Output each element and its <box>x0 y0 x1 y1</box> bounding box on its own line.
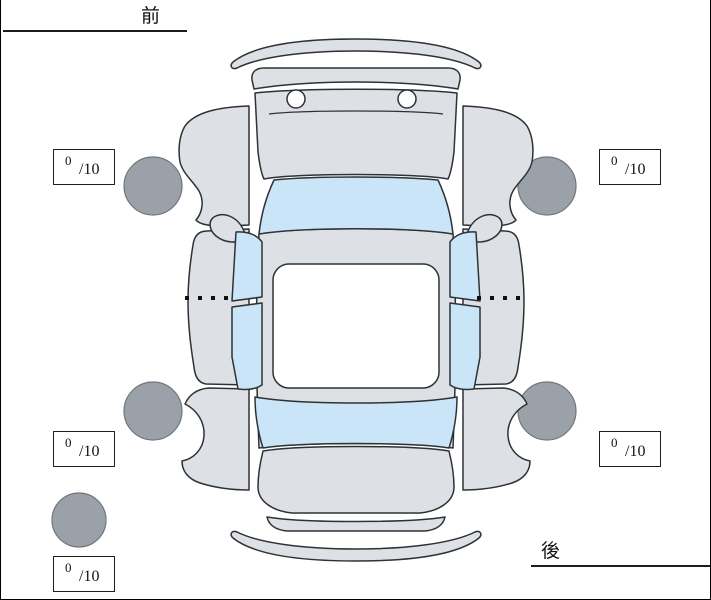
tire-score-box-spare: 0 /10 <box>53 556 115 592</box>
roof-panel <box>272 263 440 389</box>
score-denominator: /10 <box>625 443 646 460</box>
score-value: 0 <box>65 560 72 575</box>
score-value: 0 <box>611 153 618 168</box>
hood <box>254 88 458 180</box>
rear-right-fender <box>462 387 531 491</box>
front-label: 前 <box>141 6 161 27</box>
score-value: 0 <box>611 435 618 450</box>
trunk-lid <box>257 445 455 514</box>
score-value: 0 <box>65 153 72 168</box>
front-spoiler-strip <box>230 38 482 70</box>
front-right-fender <box>462 105 534 227</box>
front-left-fender <box>178 105 250 227</box>
score-denominator: /10 <box>79 568 100 585</box>
front-bumper <box>251 67 461 90</box>
washer-nozzle-right <box>397 89 417 109</box>
rear-label: 後 <box>541 541 561 562</box>
rear-window-glass <box>254 396 458 449</box>
washer-nozzle-left <box>286 89 306 109</box>
rear-left-door-window <box>231 302 263 391</box>
tire-score-box-front-right: 0 /10 <box>599 149 661 185</box>
rear-spoiler-strip <box>230 530 482 562</box>
score-denominator: /10 <box>625 161 646 178</box>
score-value: 0 <box>65 435 72 450</box>
rear-left-fender <box>181 387 250 491</box>
tire-score-box-rear-left: 0 /10 <box>53 431 115 467</box>
tire-rear-right <box>517 381 577 441</box>
rear-right-door-window <box>449 302 481 391</box>
tire-score-box-rear-right: 0 /10 <box>599 431 661 467</box>
tire-rear-left <box>123 381 183 441</box>
front-right-door-window <box>449 231 481 302</box>
rear-bumper <box>266 516 446 532</box>
front-left-door-window <box>231 231 263 302</box>
tire-front-right <box>517 156 577 216</box>
tire-spare <box>51 492 107 548</box>
score-denominator: /10 <box>79 443 100 460</box>
tire-front-left <box>123 156 183 216</box>
front-divider-line <box>3 30 187 32</box>
tire-score-box-front-left: 0 /10 <box>53 149 115 185</box>
rear-divider-line <box>531 565 710 567</box>
score-denominator: /10 <box>79 161 100 178</box>
windshield-glass <box>258 176 454 235</box>
hood-seam-line <box>268 110 444 115</box>
